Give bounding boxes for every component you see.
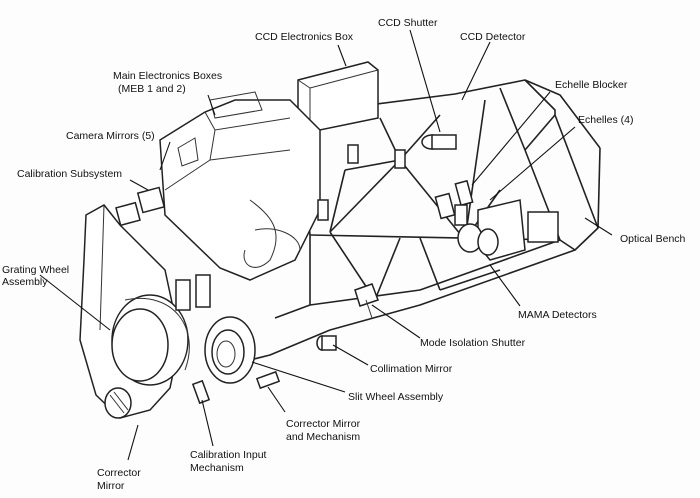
label-echelles: Echelles (4) xyxy=(578,114,633,126)
slit-wheel-shape xyxy=(204,316,256,384)
leader-lines xyxy=(39,29,613,461)
label-corrector-mirror-line2: Mirror xyxy=(97,480,125,492)
label-calibration-input-line1: Calibration Input xyxy=(190,449,267,461)
calibration-components xyxy=(115,186,281,405)
bench-frame xyxy=(229,79,601,366)
label-ccd-shutter: CCD Shutter xyxy=(378,17,438,29)
label-optical-bench: Optical Bench xyxy=(620,233,686,245)
ccd-shutter-shape xyxy=(421,134,457,150)
label-collimation-mirror: Collimation Mirror xyxy=(370,363,453,375)
label-grating-wheel-line2: Assembly xyxy=(2,276,48,288)
label-calibration-input-line2: Mechanism xyxy=(190,462,244,474)
label-group: CCD Electronics Box CCD Shutter CCD Dete… xyxy=(2,17,686,492)
label-ccd-detector: CCD Detector xyxy=(460,31,526,43)
grating-wheel-shape xyxy=(111,294,190,386)
echelles-shape xyxy=(434,179,474,226)
label-slit-wheel-assembly: Slit Wheel Assembly xyxy=(348,391,444,403)
label-calibration-subsystem: Calibration Subsystem xyxy=(17,168,122,180)
label-corrector-mirror-line1: Corrector xyxy=(97,467,141,479)
label-main-electronics-line1: Main Electronics Boxes xyxy=(113,70,222,82)
label-mama-detectors: MAMA Detectors xyxy=(518,309,597,321)
label-mode-isolation-shutter: Mode Isolation Shutter xyxy=(420,337,526,349)
label-camera-mirrors: Camera Mirrors (5) xyxy=(66,130,155,142)
mama-detectors-shape xyxy=(457,199,559,261)
corrector-mirror-shape xyxy=(104,387,132,419)
label-corrector-mechanism-line2: and Mechanism xyxy=(286,431,360,443)
main-electronics-boxes-shape xyxy=(159,91,321,281)
mirror-mounts xyxy=(317,144,406,221)
label-corrector-mechanism-line1: Corrector Mirror xyxy=(286,418,361,430)
label-grating-wheel-line1: Grating Wheel xyxy=(2,264,69,276)
label-main-electronics-line2: (MEB 1 and 2) xyxy=(118,83,186,95)
label-ccd-electronics-box: CCD Electronics Box xyxy=(255,31,354,43)
collimation-mirror-shape xyxy=(316,335,337,351)
label-echelle-blocker: Echelle Blocker xyxy=(555,79,628,91)
mode-isolation-shutter-shape xyxy=(354,283,379,319)
